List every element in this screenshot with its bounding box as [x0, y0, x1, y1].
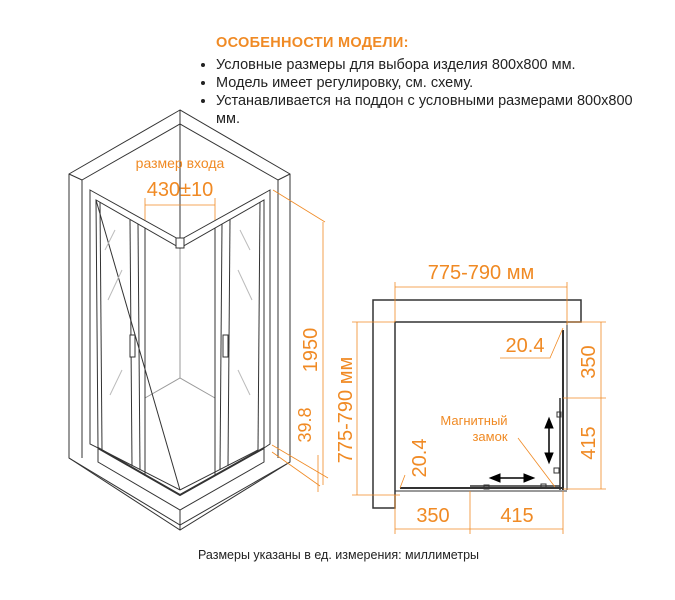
iso-view — [68, 109, 291, 531]
height-dimension: 1950 — [300, 328, 322, 373]
feature-item: Модель имеет регулировку, см. схему. — [216, 74, 658, 92]
left-handle — [129, 334, 136, 358]
lock-label-line1: Магнитный — [440, 413, 507, 428]
movement-arrows — [488, 416, 554, 483]
features-list: Условные размеры для выбора изделия 800x… — [198, 56, 658, 128]
bottom-door-dimension: 415 — [500, 505, 533, 527]
features-block: ОСОБЕННОСТИ МОДЕЛИ: Условные размеры для… — [198, 34, 658, 128]
top-gap-dimension: 20.4 — [506, 335, 545, 357]
right-door-dimension: 415 — [578, 426, 600, 459]
plan-depth-dimension: 775-790 мм — [335, 357, 357, 463]
entry-label: размер входа — [136, 155, 225, 171]
right-fixed-dimension: 350 — [578, 345, 600, 378]
bottom-fixed-dimension: 350 — [416, 505, 449, 527]
entry-size: 430±10 — [147, 179, 214, 201]
feature-item: Условные размеры для выбора изделия 800x… — [216, 56, 658, 74]
left-gap-dimension: 20.4 — [409, 439, 431, 478]
feature-item: Устанавливается на поддон с условными ра… — [216, 92, 658, 128]
plan-width-dimension: 775-790 мм — [428, 262, 534, 284]
lock-label-line2: замок — [472, 429, 507, 444]
plan-dimensions — [352, 282, 606, 534]
features-title: ОСОБЕННОСТИ МОДЕЛИ: — [216, 35, 409, 51]
tray-height-dimension: 39.8 — [295, 407, 315, 442]
units-note: Размеры указаны в ед. измерения: миллиме… — [198, 548, 479, 562]
iso-dimensions — [144, 189, 329, 492]
right-handle — [222, 334, 229, 358]
